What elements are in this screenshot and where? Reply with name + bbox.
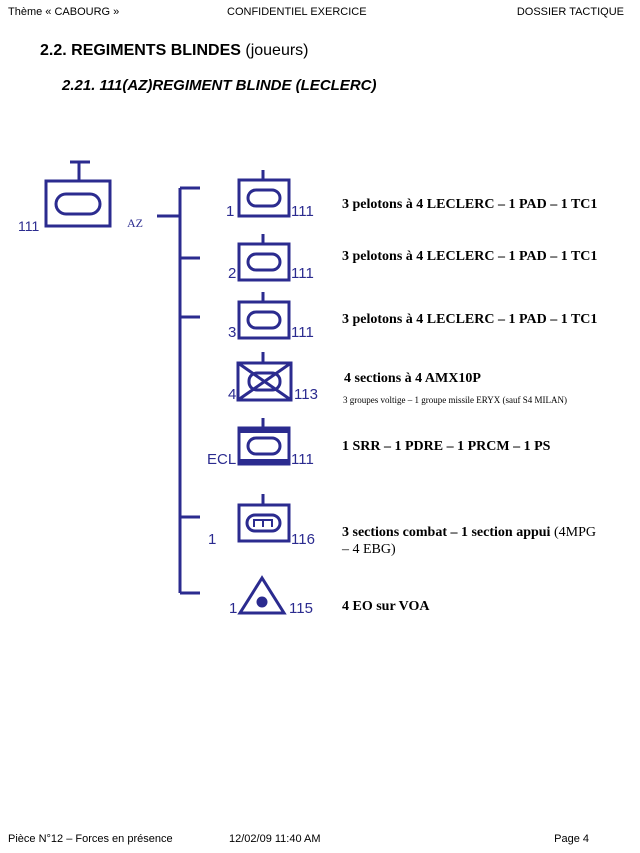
section-title-text: 2.2. REGIMENTS BLINDES bbox=[40, 42, 241, 59]
unit-designation: ECL bbox=[207, 451, 237, 468]
unit-designation: 4 bbox=[228, 386, 237, 403]
header-center: CONFIDENTIEL EXERCICE bbox=[227, 6, 367, 18]
unit-parent: 111 bbox=[291, 451, 314, 468]
unit-description-extra: (4MPG – 4 EBG) bbox=[342, 525, 596, 557]
unit-parent: 115 bbox=[289, 600, 313, 617]
unit-designation: 1 bbox=[226, 203, 235, 220]
unit-designation: 2 bbox=[228, 265, 237, 282]
header-right: DOSSIER TACTIQUE bbox=[516, 6, 624, 18]
section-title-suffix: (joueurs) bbox=[245, 42, 309, 59]
footer-right: Page 4 bbox=[554, 833, 589, 845]
section-title: 2.2. REGIMENTS BLINDES (joueurs) bbox=[40, 42, 309, 60]
header-left: Thème « CABOURG » bbox=[8, 6, 120, 18]
footer-left: Pièce N°12 – Forces en présence bbox=[8, 833, 173, 845]
unit-description: 3 pelotons à 4 LECLERC – 1 PAD – 1 TC1 bbox=[342, 197, 598, 212]
unit-1-symbol bbox=[237, 170, 291, 218]
unit-engineer-symbol bbox=[237, 494, 291, 543]
section-subtitle: 2.21. 111(AZ)REGIMENT BLINDE (LECLERC) bbox=[62, 77, 377, 94]
unit-description: 3 pelotons à 4 LECLERC – 1 PAD – 1 TC1 bbox=[342, 249, 598, 264]
unit-designation: 1 bbox=[229, 600, 238, 617]
parent-unit-number: 111 bbox=[18, 218, 40, 234]
unit-observer-symbol bbox=[237, 575, 287, 615]
footer-center: 12/02/09 11:40 AM bbox=[229, 833, 321, 845]
unit-description-block: 3 sections combat – 1 section appui (4MP… bbox=[342, 524, 602, 558]
unit-parent: 111 bbox=[291, 265, 314, 282]
unit-designation: 1 bbox=[208, 531, 217, 548]
branch-ticks bbox=[180, 186, 200, 595]
parent-unit-symbol bbox=[44, 160, 112, 228]
unit-2-symbol bbox=[237, 234, 291, 282]
unit-description: 3 sections combat – 1 section appui bbox=[342, 525, 551, 540]
unit-description: 4 EO sur VOA bbox=[342, 599, 430, 614]
unit-description: 4 sections à 4 AMX10P bbox=[344, 371, 481, 386]
parent-unit-label: AZ bbox=[127, 216, 143, 230]
unit-parent: 111 bbox=[291, 324, 314, 341]
unit-3-symbol bbox=[237, 292, 291, 340]
unit-parent: 116 bbox=[291, 531, 315, 548]
unit-parent: 113 bbox=[294, 386, 318, 403]
unit-description: 1 SRR – 1 PDRE – 1 PRCM – 1 PS bbox=[342, 439, 551, 454]
unit-ecl-symbol bbox=[237, 418, 291, 466]
unit-parent: 111 bbox=[291, 203, 314, 220]
unit-4-symbol bbox=[236, 352, 293, 402]
unit-description: 3 pelotons à 4 LECLERC – 1 PAD – 1 TC1 bbox=[342, 312, 598, 327]
unit-note: 3 groupes voltige – 1 groupe missile ERY… bbox=[343, 395, 567, 405]
unit-designation: 3 bbox=[228, 324, 237, 341]
